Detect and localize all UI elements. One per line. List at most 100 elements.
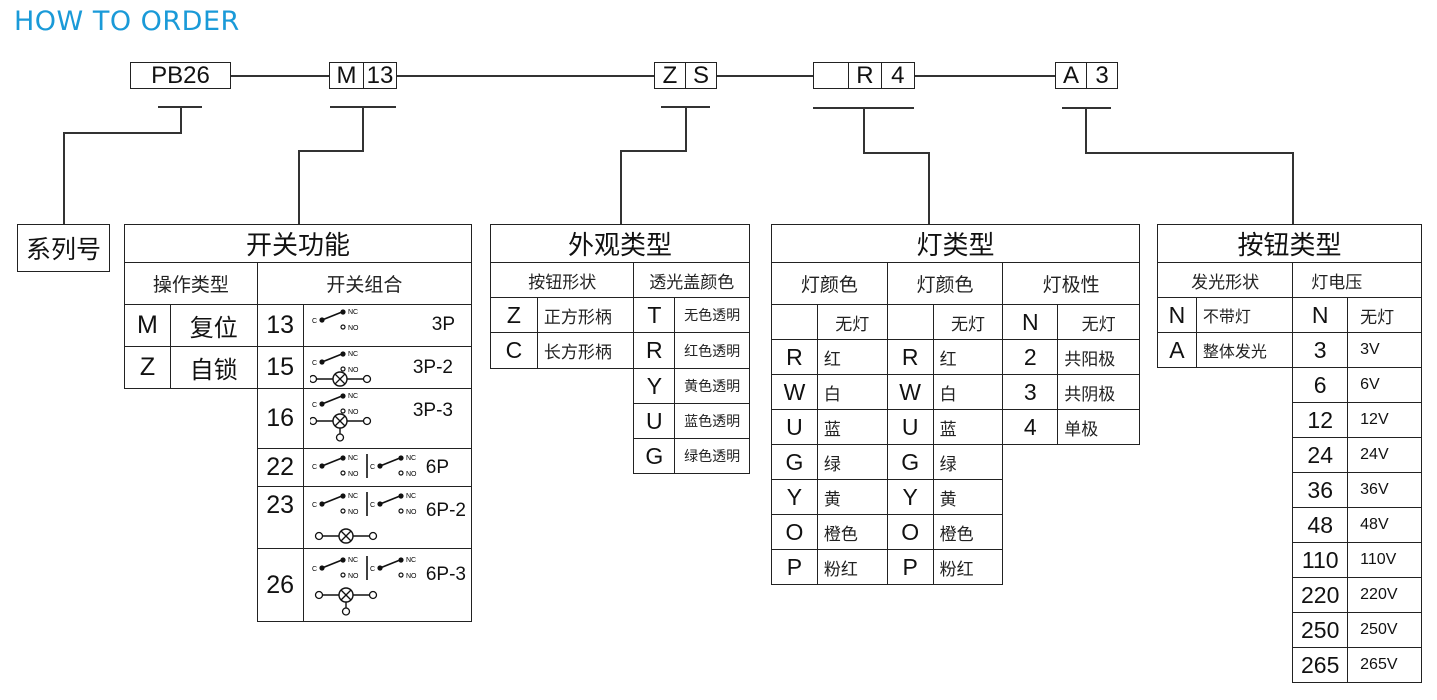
combo-label: 3P-2	[412, 356, 453, 378]
terminal-nc-label: NC	[348, 309, 358, 316]
light-type-title: 灯类型	[771, 224, 1140, 263]
voltage-label: 36V	[1347, 472, 1422, 508]
code-light-polarity: 4	[880, 62, 914, 89]
op-type-header: 操作类型	[124, 262, 258, 305]
voltage-code: 48	[1292, 507, 1349, 543]
combo-code: 13	[256, 304, 304, 347]
polarity-code: 2	[1002, 339, 1059, 375]
terminal-nc-label: NC	[348, 455, 358, 462]
lamp-terminal-icon	[309, 374, 317, 383]
terminal-nc-icon	[339, 556, 346, 563]
terminal-no-icon	[397, 571, 404, 578]
lamp-terminal-icon	[314, 590, 323, 599]
leader-line	[928, 152, 930, 224]
terminal-c-label: C	[312, 566, 317, 573]
voltage-code: 24	[1292, 437, 1349, 473]
table-row: Z 正方形柄 T 无色透明	[490, 297, 750, 333]
color1-label: 绿	[816, 444, 888, 480]
table-row: U 蓝色透明	[491, 403, 750, 439]
connector-line	[915, 75, 1055, 77]
combo-code: 23	[256, 486, 304, 549]
polarity-code: 3	[1002, 374, 1059, 410]
color1-code: P	[771, 549, 818, 585]
color1-code: Y	[771, 479, 818, 515]
terminal-nc-label: NC	[348, 393, 358, 400]
lamp-terminal-icon	[362, 416, 371, 425]
polarity-label: 单极	[1057, 409, 1140, 445]
polarity-label: 共阳极	[1057, 339, 1140, 375]
switch-blade-icon	[321, 456, 342, 467]
terminal-nc-icon	[339, 350, 346, 357]
terminal-nc-label: NC	[348, 557, 358, 564]
voltage-label: 265V	[1347, 647, 1422, 683]
switch-blade-icon	[321, 352, 342, 363]
empty-cell	[125, 549, 258, 622]
series-box: 系列号	[17, 224, 110, 272]
terminal-c-label: C	[370, 566, 375, 573]
empty-cell	[1158, 648, 1293, 683]
empty-cell	[125, 449, 258, 487]
switch-function-title: 开关功能	[124, 224, 472, 263]
terminal-c-label: C	[312, 502, 317, 509]
polarity-code: 4	[1002, 409, 1059, 445]
code-button-glow: A	[1062, 61, 1079, 89]
switch-blade-icon	[321, 494, 342, 505]
switch-blade-icon	[379, 494, 400, 505]
code-function: M 13	[329, 62, 397, 89]
voltage-label: 48V	[1347, 507, 1422, 543]
terminal-nc-label: NC	[406, 493, 416, 500]
empty-cell	[491, 439, 634, 474]
series-label: 系列号	[17, 224, 110, 272]
connector-line	[231, 75, 329, 77]
lamp-terminal-icon	[309, 416, 317, 425]
color2-code: R	[886, 339, 934, 375]
table-row: G 绿色透明	[491, 438, 750, 474]
table-row: C 长方形柄 R 红色透明	[490, 332, 750, 369]
terminal-no-label: NO	[406, 471, 417, 478]
terminal-nc-icon	[339, 492, 346, 499]
terminal-nc-icon	[397, 556, 404, 563]
empty-cell	[1003, 550, 1140, 585]
op-label: 自锁	[169, 346, 258, 389]
terminal-c-label: C	[312, 402, 317, 409]
combo-label: 3P-3	[412, 399, 453, 421]
color2-label: 绿	[932, 444, 1004, 480]
leader-line	[620, 150, 622, 224]
page-title: HOW TO ORDER	[14, 6, 240, 37]
empty-cell	[491, 404, 634, 439]
shape-code: Z	[490, 297, 538, 333]
terminal-no-label: NO	[348, 367, 359, 374]
combo-code: 22	[256, 448, 304, 487]
code-appearance: Z S	[654, 62, 717, 89]
color1-label: 无灯	[816, 304, 888, 340]
color1-code: U	[771, 409, 818, 445]
terminal-c-label: C	[312, 318, 317, 325]
voltage-code: 220	[1292, 577, 1349, 613]
color2-code: P	[886, 549, 934, 585]
terminal-nc-icon	[339, 308, 346, 315]
color2-code: W	[886, 374, 934, 410]
glow-code: N	[1157, 297, 1197, 333]
terminal-nc-icon	[339, 392, 346, 399]
empty-cell	[1003, 515, 1140, 550]
code-function-op: M	[336, 61, 357, 89]
lamp-terminal-icon	[362, 374, 371, 383]
connector-line	[717, 75, 813, 77]
leader-line	[63, 132, 65, 224]
combo-label: 3P	[431, 313, 455, 335]
switch-blade-icon	[321, 310, 342, 321]
